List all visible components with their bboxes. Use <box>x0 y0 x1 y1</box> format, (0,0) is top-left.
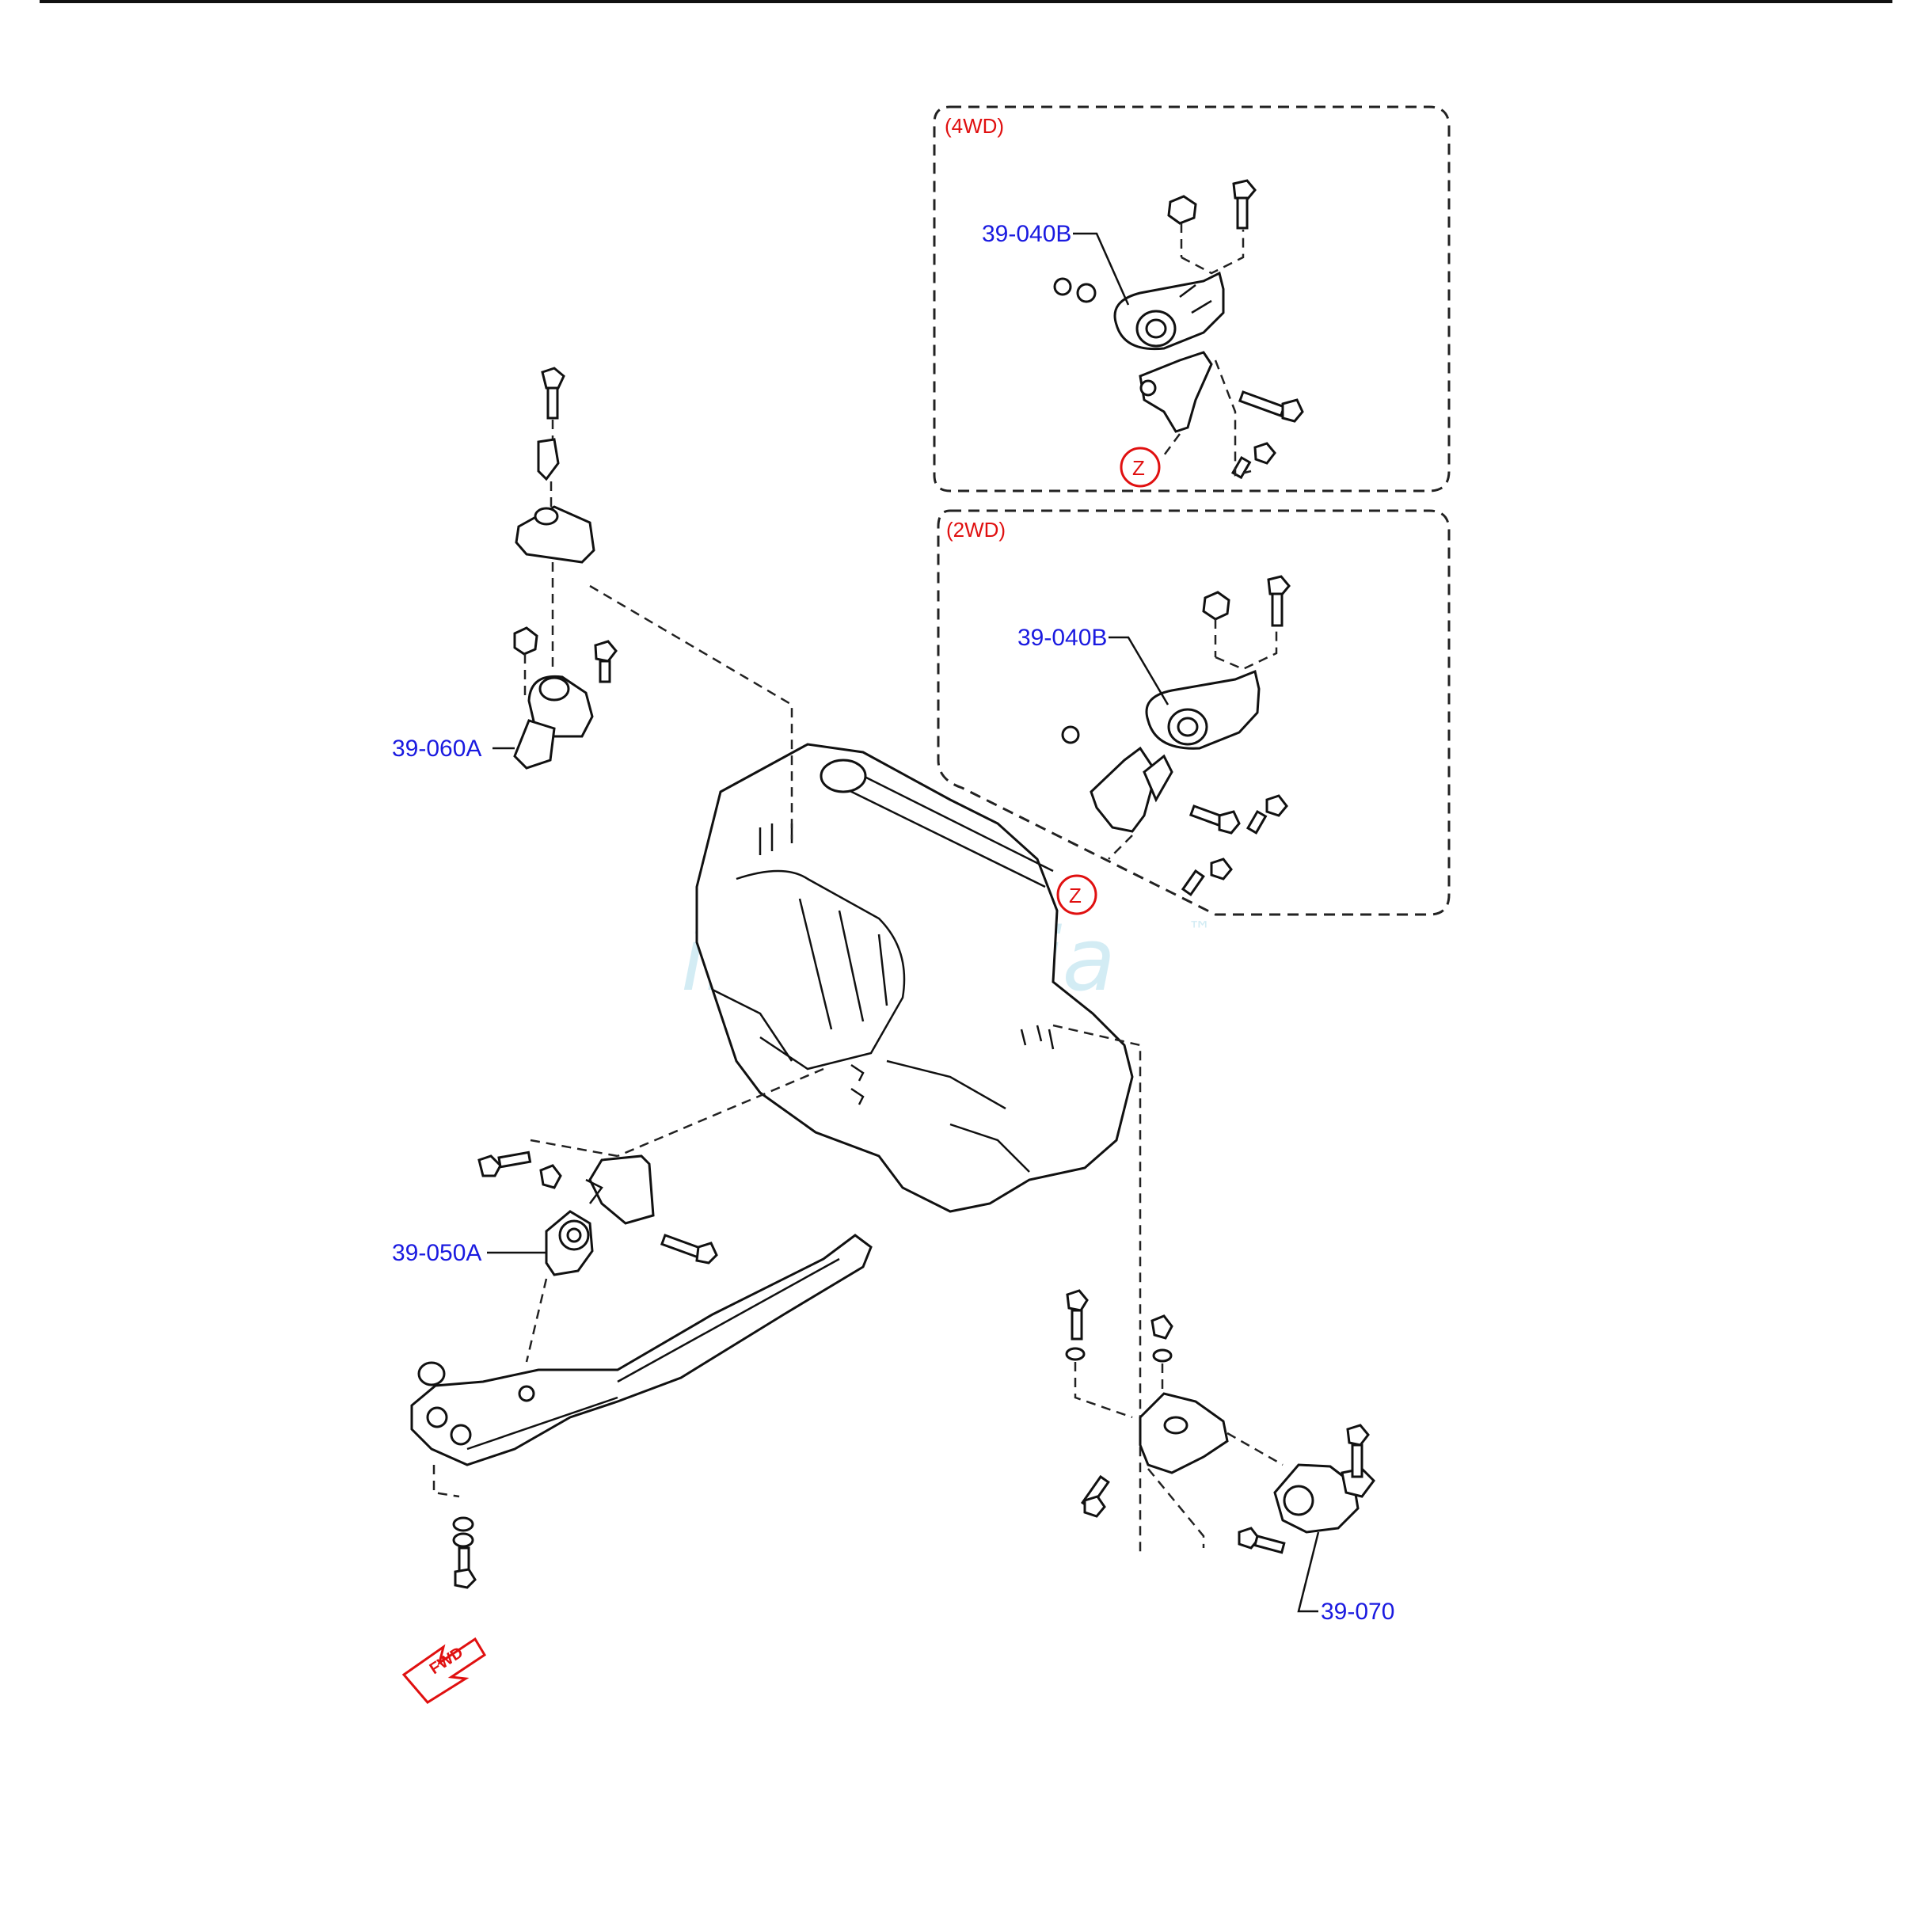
variant-2wd-label: (2WD) <box>946 518 1006 542</box>
part-label-left: 39-060A <box>392 736 481 762</box>
engine-block <box>695 743 1134 1213</box>
bolt-icon <box>454 1546 477 1589</box>
ref-z-marker-2wd: Z <box>1056 874 1097 915</box>
bracket-2wd <box>1090 746 1173 833</box>
svg-text:Z: Z <box>1069 884 1082 907</box>
crossmember <box>410 1234 873 1589</box>
inset-4wd: (4WD) <box>933 105 1451 493</box>
nut-icon <box>1202 591 1230 621</box>
right-bracket <box>1139 1392 1229 1474</box>
washer-icon <box>452 1516 474 1548</box>
engine-mount-left <box>513 675 594 770</box>
variant-4wd-label: (4WD) <box>945 114 1004 138</box>
nut-icon <box>539 1164 562 1189</box>
washer-icon <box>1076 283 1097 303</box>
bolt-icon <box>1346 1424 1370 1478</box>
inset-2wd: (2WD) <box>937 509 1451 916</box>
nut-icon <box>417 1361 446 1386</box>
bolt-icon <box>1246 794 1288 835</box>
bolt-icon <box>1080 1474 1110 1518</box>
bolt-icon <box>1267 575 1291 627</box>
bolt-icon <box>1238 390 1304 423</box>
nut-icon <box>1150 1314 1173 1340</box>
nut-icon <box>1167 195 1197 225</box>
engine-mount-right <box>1273 1463 1375 1534</box>
upper-bracket <box>515 505 595 564</box>
bolt-icon <box>1238 1527 1286 1554</box>
bolt-icon <box>477 1150 532 1177</box>
clip-icon <box>537 438 560 481</box>
washer-icon <box>1053 277 1072 296</box>
bolt-icon <box>541 367 565 420</box>
nut-icon <box>513 626 538 656</box>
washer-icon <box>1065 1347 1086 1361</box>
bracket-4wd <box>1139 351 1213 433</box>
part-label-2wd: 39-040B <box>1017 625 1107 651</box>
part-label-4wd: 39-040B <box>982 221 1071 247</box>
bolt-icon <box>594 640 618 683</box>
washer-icon <box>1061 725 1080 744</box>
engine-mount-4wd <box>1113 271 1225 351</box>
ref-z-marker-4wd: Z <box>1120 447 1161 488</box>
bolt-icon <box>1230 442 1276 480</box>
trans-bracket <box>585 1154 655 1225</box>
fwd-arrow-icon: FWD <box>401 1637 487 1704</box>
engine-mount-2wd <box>1145 669 1261 750</box>
bolt-icon <box>1066 1289 1089 1341</box>
svg-text:™: ™ <box>1188 917 1211 945</box>
bolt-icon <box>1188 804 1241 835</box>
bolt-icon <box>1232 179 1257 230</box>
part-label-trans: 39-050A <box>392 1240 481 1266</box>
left-mount-assembly: 39-060A <box>392 367 618 770</box>
part-label-right: 39-070 <box>1321 1599 1394 1625</box>
svg-text:Z: Z <box>1132 456 1145 480</box>
engine-mount-trans <box>545 1210 594 1276</box>
bolt-icon <box>1181 858 1233 896</box>
right-mount-assembly: 39-070 <box>1065 1289 1394 1625</box>
trans-mount-assembly: 39-050A <box>392 1139 718 1363</box>
washer-icon <box>1152 1348 1173 1363</box>
bolt-icon <box>660 1234 718 1265</box>
